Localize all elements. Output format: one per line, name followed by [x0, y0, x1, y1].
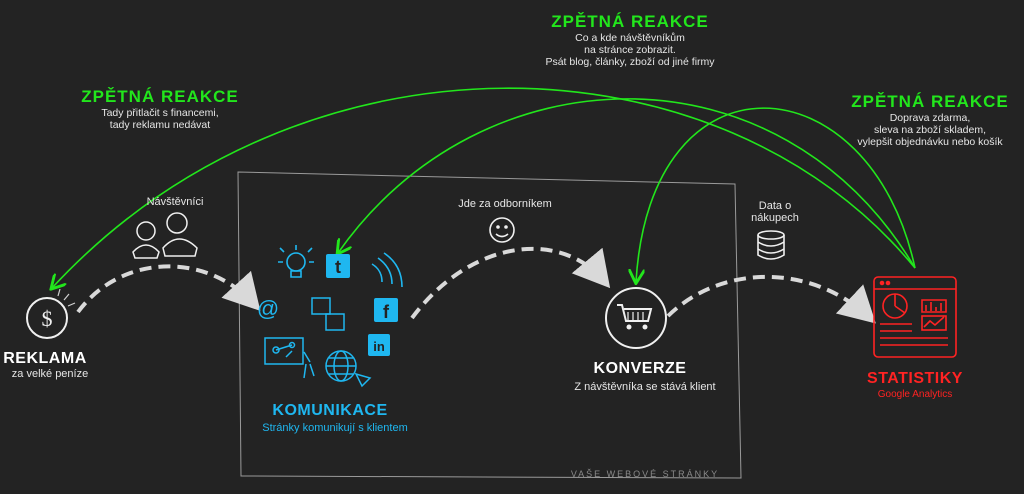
flow-arrow-reklama-komunikace: [76, 264, 261, 314]
twitter-icon: t: [326, 254, 350, 278]
footer-label: VAŠE WEBOVÉ STRÁNKY: [570, 469, 720, 479]
feedback-right-desc: Doprava zdarma, sleva na zboží skladem, …: [857, 112, 1003, 148]
svg-text:t: t: [335, 257, 341, 277]
visitors-icon: [132, 212, 198, 259]
reklama-subtitle: za velké peníze: [11, 368, 89, 380]
komunikace-subtitle: Stránky komunikují s klientem: [262, 422, 408, 434]
presentation-board-icon: [264, 337, 315, 379]
database-icon: [757, 230, 785, 260]
svg-text:in: in: [373, 339, 385, 354]
feedback-arrow-to-konverze: [636, 107, 916, 282]
statistiky-subtitle: Google Analytics: [877, 389, 953, 400]
feedback-arrow-to-komunikace: [338, 98, 916, 269]
komunikace-title: KOMUNIKACE: [272, 402, 388, 419]
wifi-waves-icon: [371, 252, 403, 288]
svg-text:@: @: [257, 296, 279, 321]
reklama-title: REKLAMA: [3, 350, 87, 367]
flow-arrow-konverze-statistiky: [666, 274, 876, 324]
feedback-arrow-to-reklama: [52, 87, 916, 288]
globe-icon: [325, 350, 372, 388]
feedback-right-title: ZPĚTNÁ REAKCE: [851, 92, 1009, 111]
feedback-top-desc: Co a kde návštěvníkům na stránce zobrazi…: [545, 32, 715, 68]
website-frame: [237, 171, 742, 479]
purchase-data-label: Data o nákupech: [751, 200, 799, 224]
svg-text:f: f: [383, 302, 390, 322]
visitors-label: Návštěvníci: [146, 196, 204, 208]
facebook-icon: f: [374, 298, 398, 322]
statistiky-title: STATISTIKY: [867, 370, 963, 387]
flow-arrow-komunikace-konverze: [410, 246, 611, 320]
svg-text:$: $: [42, 306, 53, 331]
expert-label: Jde za odborníkem: [458, 198, 552, 210]
at-sign-icon: @: [257, 296, 279, 321]
chat-bubbles-icon: [311, 297, 345, 331]
shopping-cart-icon: [605, 287, 667, 349]
dollar-coin-icon: $: [26, 288, 76, 339]
lightbulb-icon: [278, 245, 314, 278]
konverze-subtitle: Z návštěvníka se stává klient: [574, 381, 716, 393]
feedback-left-title: ZPĚTNÁ REAKCE: [81, 87, 239, 106]
feedback-top-title: ZPĚTNÁ REAKCE: [551, 12, 709, 31]
analytics-dashboard-icon: [873, 276, 957, 358]
konverze-title: KONVERZE: [593, 360, 687, 377]
feedback-left-desc: Tady přitlačit s financemi, tady reklamu…: [101, 107, 219, 131]
linkedin-icon: in: [368, 334, 390, 356]
smiley-icon: [489, 217, 515, 243]
